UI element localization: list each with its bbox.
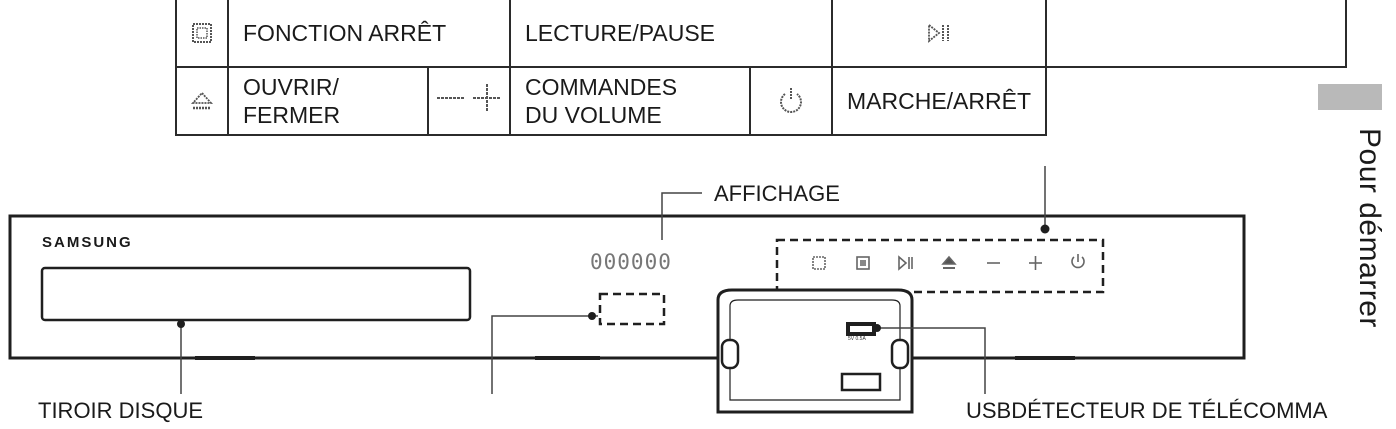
legend-row-2: OUVRIR/ FERMER COMMANDES DU VOLUME MARCH… <box>175 66 1346 136</box>
eject-icon <box>190 91 214 110</box>
usb-cover <box>716 288 914 414</box>
usb-remote-callout: USBDÉTECTEUR DE TÉLÉCOMMA <box>966 398 1327 424</box>
power-icon <box>780 88 802 113</box>
legend-power-cell <box>749 66 833 136</box>
stop-icon <box>192 23 212 43</box>
display-digits: 000000 <box>590 250 672 274</box>
display-leader <box>661 192 702 240</box>
touch-buttons-area <box>775 238 1105 294</box>
legend-play-label: LECTURE/PAUSE <box>509 0 833 68</box>
remote-sensor-leader <box>491 315 598 394</box>
cover-latch <box>840 372 882 392</box>
usb-leader <box>877 327 986 394</box>
brand-logo: SAMSUNG <box>42 234 133 251</box>
volume-minus-icon <box>437 97 465 99</box>
play-pause-icon <box>928 23 949 43</box>
button-legend-table: FONCTION ARRÊT LECTURE/PAUSE OUVRIR/ FER… <box>175 0 1347 136</box>
legend-row-1: FONCTION ARRÊT LECTURE/PAUSE <box>175 0 1347 68</box>
remote-sensor-area <box>598 292 666 326</box>
section-tab-label: Pour démarrer <box>1353 128 1386 328</box>
display-callout: AFFICHAGE <box>714 181 840 206</box>
panel-power-icon <box>1071 256 1085 269</box>
legend-volume-label: COMMANDES DU VOLUME <box>509 66 751 136</box>
legend-stop-cell <box>175 0 229 68</box>
panel-square-icon <box>856 256 870 270</box>
panel-stop-icon <box>812 256 826 270</box>
legend-stop-label: FONCTION ARRÊT <box>227 0 511 68</box>
usb-port-rating: 5V 0.5A <box>848 336 866 342</box>
device-front-panel-diagram <box>8 166 1246 414</box>
disc-tray <box>40 266 472 322</box>
volume-plus-icon <box>473 84 501 112</box>
legend-eject-label: OUVRIR/ FERMER <box>227 66 429 136</box>
disc-tray-callout: TIROIR DISQUE <box>38 398 204 423</box>
legend-empty-cell <box>1045 0 1347 68</box>
usb-callout: USB <box>966 398 1012 423</box>
panel-play-icon <box>898 255 908 271</box>
section-tab-bar <box>1318 84 1382 110</box>
panel-eject-icon <box>941 255 957 265</box>
remote-sensor-callout: DÉTECTEUR DE TÉLÉCOMMA <box>1011 398 1328 423</box>
legend-power-label: MARCHE/ARRÊT <box>830 66 1048 136</box>
legend-eject-cell <box>175 66 229 136</box>
legend-play-cell <box>830 0 1048 68</box>
legend-volume-cell <box>427 66 511 136</box>
